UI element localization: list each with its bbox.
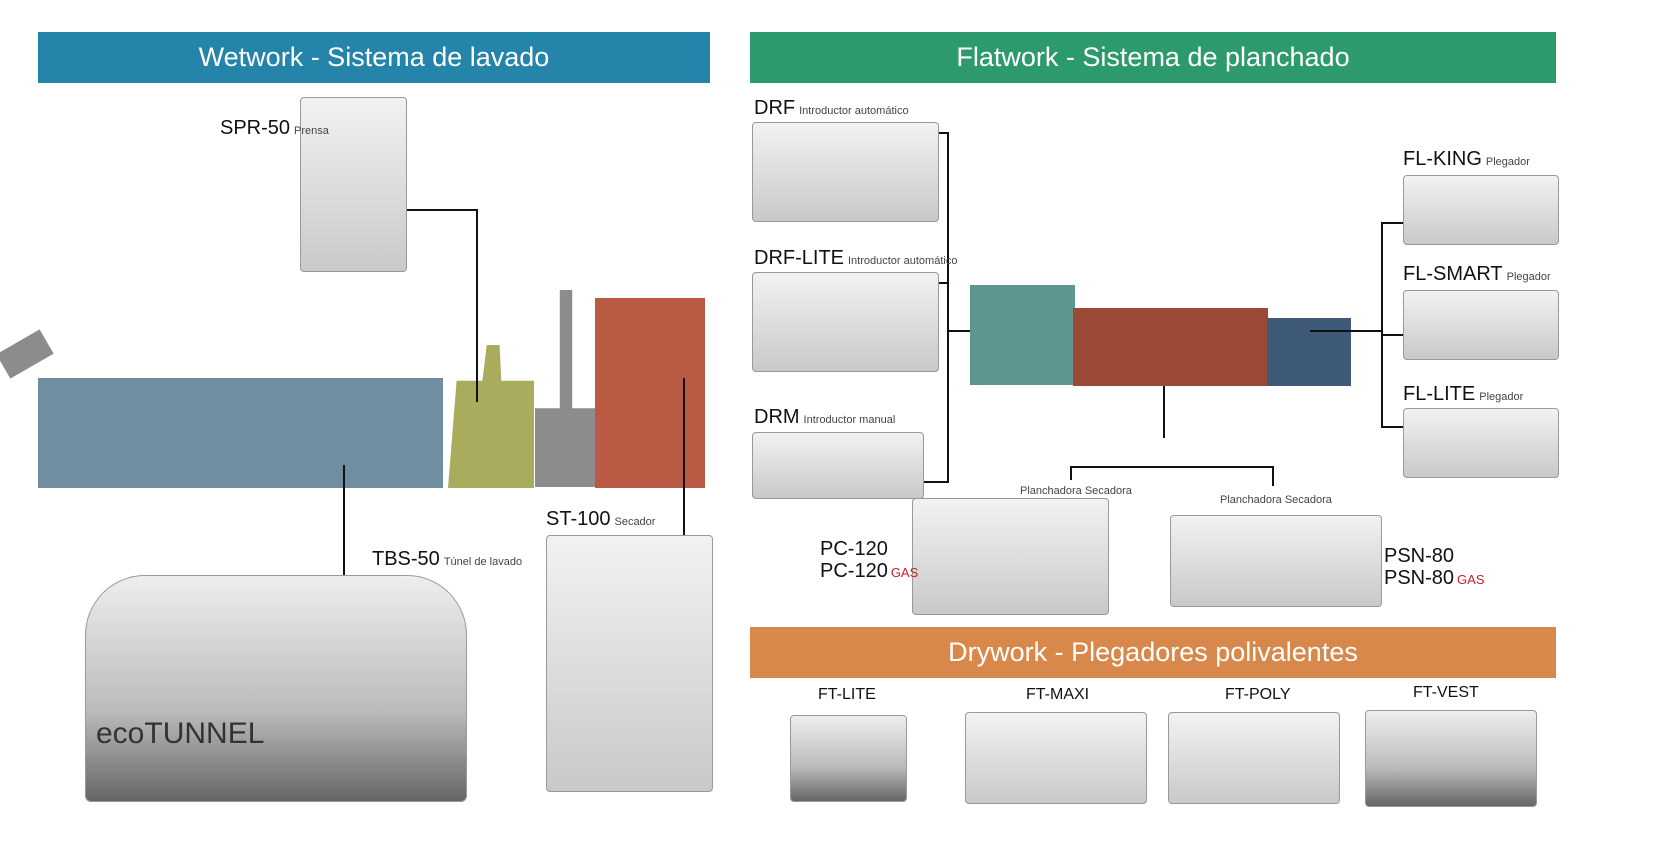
pc-caption: Planchadora Secadora [1020, 485, 1132, 497]
ft-maxi-folder-image[interactable] [965, 712, 1147, 804]
st-100-dryer-image[interactable] [546, 535, 713, 792]
ft-vest-label: FT-VEST [1413, 684, 1479, 701]
drm-feeder-image[interactable] [752, 432, 924, 499]
feeder-silhouette [970, 285, 1075, 385]
ft-lite-label: FT-LITE [818, 686, 876, 703]
wetwork-header: Wetwork - Sistema de lavado [38, 32, 710, 83]
shuttle-silhouette [535, 290, 597, 487]
fl-smart-folder-image[interactable] [1403, 290, 1559, 360]
chute-silhouette [0, 329, 54, 379]
spr-50-press-image[interactable] [300, 97, 407, 272]
psn-caption: Planchadora Secadora [1220, 494, 1332, 506]
wetwork-title: Wetwork - Sistema de lavado [198, 42, 550, 72]
ft-maxi-label: FT-MAXI [1026, 686, 1090, 703]
tunnel-silhouette [38, 378, 443, 488]
folder-silhouette [1267, 318, 1351, 386]
ironer-silhouette [1073, 308, 1268, 386]
psn-80-ironer-image[interactable] [1170, 515, 1382, 607]
ft-vest-folder-image[interactable] [1365, 710, 1537, 807]
flatwork-title: Flatwork - Sistema de planchado [956, 42, 1350, 72]
drywork-header: Drywork - Plegadores polivalentes [750, 627, 1556, 678]
drywork-title: Drywork - Plegadores polivalentes [948, 637, 1358, 667]
flatwork-header: Flatwork - Sistema de planchado [750, 32, 1556, 83]
tbs-50-tunnel-image[interactable]: ecoTUNNEL [85, 575, 467, 802]
drf-feeder-image[interactable] [752, 122, 939, 222]
ft-poly-label: FT-POLY [1225, 686, 1291, 703]
ft-poly-folder-image[interactable] [1168, 712, 1340, 804]
press-silhouette [448, 345, 534, 488]
ft-lite-folder-image[interactable] [790, 715, 907, 802]
fl-lite-folder-image[interactable] [1403, 408, 1559, 478]
pc-120-ironer-image[interactable] [912, 498, 1109, 615]
drf-lite-feeder-image[interactable] [752, 272, 939, 372]
ecotunnel-brand: ecoTUNNEL [96, 717, 265, 750]
fl-king-folder-image[interactable] [1403, 175, 1559, 245]
dryer-silhouette [595, 298, 705, 488]
